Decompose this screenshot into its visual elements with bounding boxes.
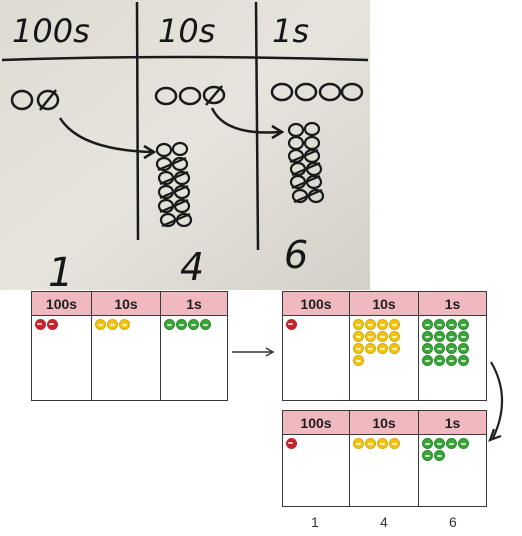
- photo-tens-counters: [154, 85, 226, 106]
- ones-counter: [458, 438, 469, 449]
- photo-arrow-tens-to-ones: [210, 107, 281, 134]
- ones-counter: [458, 343, 469, 354]
- ones-counters: [161, 316, 227, 333]
- tens-counter: [377, 331, 388, 342]
- column-header: 10s: [350, 292, 418, 316]
- photo-hundreds-counters: [10, 89, 60, 111]
- ones-counter: [434, 355, 445, 366]
- tens-counters: [92, 316, 160, 333]
- hundreds-counters: [283, 435, 349, 452]
- arrow-start-to-exchange: [232, 347, 275, 357]
- hundreds-counters: [32, 316, 91, 333]
- column-header: 1s: [419, 411, 486, 435]
- ones-counter: [434, 331, 445, 342]
- tens-counter: [377, 438, 388, 449]
- ones-counters: [419, 316, 481, 369]
- arrow-exchange-to-result: [488, 361, 504, 442]
- tens-counter: [389, 319, 400, 330]
- photo-arrow-hundreds-to-tens: [58, 117, 153, 154]
- ones-counter: [434, 343, 445, 354]
- column-ones: 1s: [160, 292, 227, 400]
- hundreds-counter: [47, 319, 58, 330]
- photo-ones-counters: [270, 82, 364, 102]
- place-value-table-result: 100s 10s 1s: [282, 410, 487, 507]
- ones-counter: [446, 343, 457, 354]
- tens-counter: [365, 331, 376, 342]
- photo-answer-hundreds: 1: [48, 250, 73, 290]
- ones-counter: [458, 355, 469, 366]
- tens-counters: [350, 435, 418, 452]
- tens-counter: [389, 343, 400, 354]
- ones-counter: [164, 319, 175, 330]
- tens-counter: [389, 438, 400, 449]
- place-value-table-start: 100s 10s 1s: [31, 291, 228, 401]
- hundreds-counter: [35, 319, 46, 330]
- ones-counter: [446, 319, 457, 330]
- tens-counter: [353, 319, 364, 330]
- ones-counter: [422, 319, 433, 330]
- tens-counters: [350, 316, 412, 369]
- column-tens: 10s: [349, 411, 418, 506]
- tens-counter: [107, 319, 118, 330]
- photo-ones-exchanged-counters: [287, 121, 325, 204]
- tens-counter: [389, 331, 400, 342]
- ones-counter: [434, 450, 445, 461]
- tens-counter: [353, 331, 364, 342]
- column-header: 10s: [92, 292, 160, 316]
- tens-counter: [377, 319, 388, 330]
- tens-counter: [377, 343, 388, 354]
- tens-counter: [353, 355, 364, 366]
- ones-counter: [200, 319, 211, 330]
- result-digit-ones: 6: [449, 514, 457, 530]
- ones-counters: [419, 435, 481, 464]
- ones-counter: [422, 355, 433, 366]
- hundreds-counter: [286, 438, 297, 449]
- ones-counter: [188, 319, 199, 330]
- tens-counter: [353, 438, 364, 449]
- column-tens: 10s: [91, 292, 160, 400]
- tens-counter: [95, 319, 106, 330]
- photo-header-tens: 10s: [158, 12, 215, 50]
- hundreds-counter: [286, 319, 297, 330]
- ones-counter: [422, 438, 433, 449]
- tens-counter: [353, 343, 364, 354]
- photo-tens-exchanged-counters: [155, 141, 193, 228]
- ones-counter: [434, 438, 445, 449]
- column-header: 1s: [161, 292, 227, 316]
- column-header: 100s: [283, 292, 349, 316]
- column-tens: 10s: [349, 292, 418, 400]
- tens-counter: [365, 438, 376, 449]
- photo-header-hundreds: 100s: [12, 12, 90, 50]
- tens-counter: [365, 343, 376, 354]
- column-header: 100s: [283, 411, 349, 435]
- tens-counter: [365, 319, 376, 330]
- result-digit-tens: 4: [380, 514, 388, 530]
- ones-counter: [458, 331, 469, 342]
- place-value-table-exchange: 100s 10s 1s: [282, 291, 487, 401]
- column-header: 10s: [350, 411, 418, 435]
- column-hundreds: 100s: [283, 411, 349, 506]
- ones-counter: [176, 319, 187, 330]
- ones-counter: [422, 450, 433, 461]
- column-ones: 1s: [418, 411, 486, 506]
- column-hundreds: 100s: [32, 292, 91, 400]
- ones-counter: [446, 355, 457, 366]
- ones-counter: [446, 438, 457, 449]
- tens-counter: [119, 319, 130, 330]
- photo-answer-ones: 6: [284, 233, 308, 277]
- handwritten-place-value-photo: 100s 10s 1s 1: [0, 0, 370, 290]
- hundreds-counters: [283, 316, 349, 333]
- ones-counter: [446, 331, 457, 342]
- column-header: 100s: [32, 292, 91, 316]
- photo-answer-tens: 4: [180, 245, 204, 289]
- ones-counter: [422, 331, 433, 342]
- ones-counter: [434, 319, 445, 330]
- photo-header-ones: 1s: [272, 12, 309, 50]
- column-hundreds: 100s: [283, 292, 349, 400]
- result-digit-hundreds: 1: [311, 514, 319, 530]
- column-ones: 1s: [418, 292, 486, 400]
- column-header: 1s: [419, 292, 486, 316]
- ones-counter: [458, 319, 469, 330]
- ones-counter: [422, 343, 433, 354]
